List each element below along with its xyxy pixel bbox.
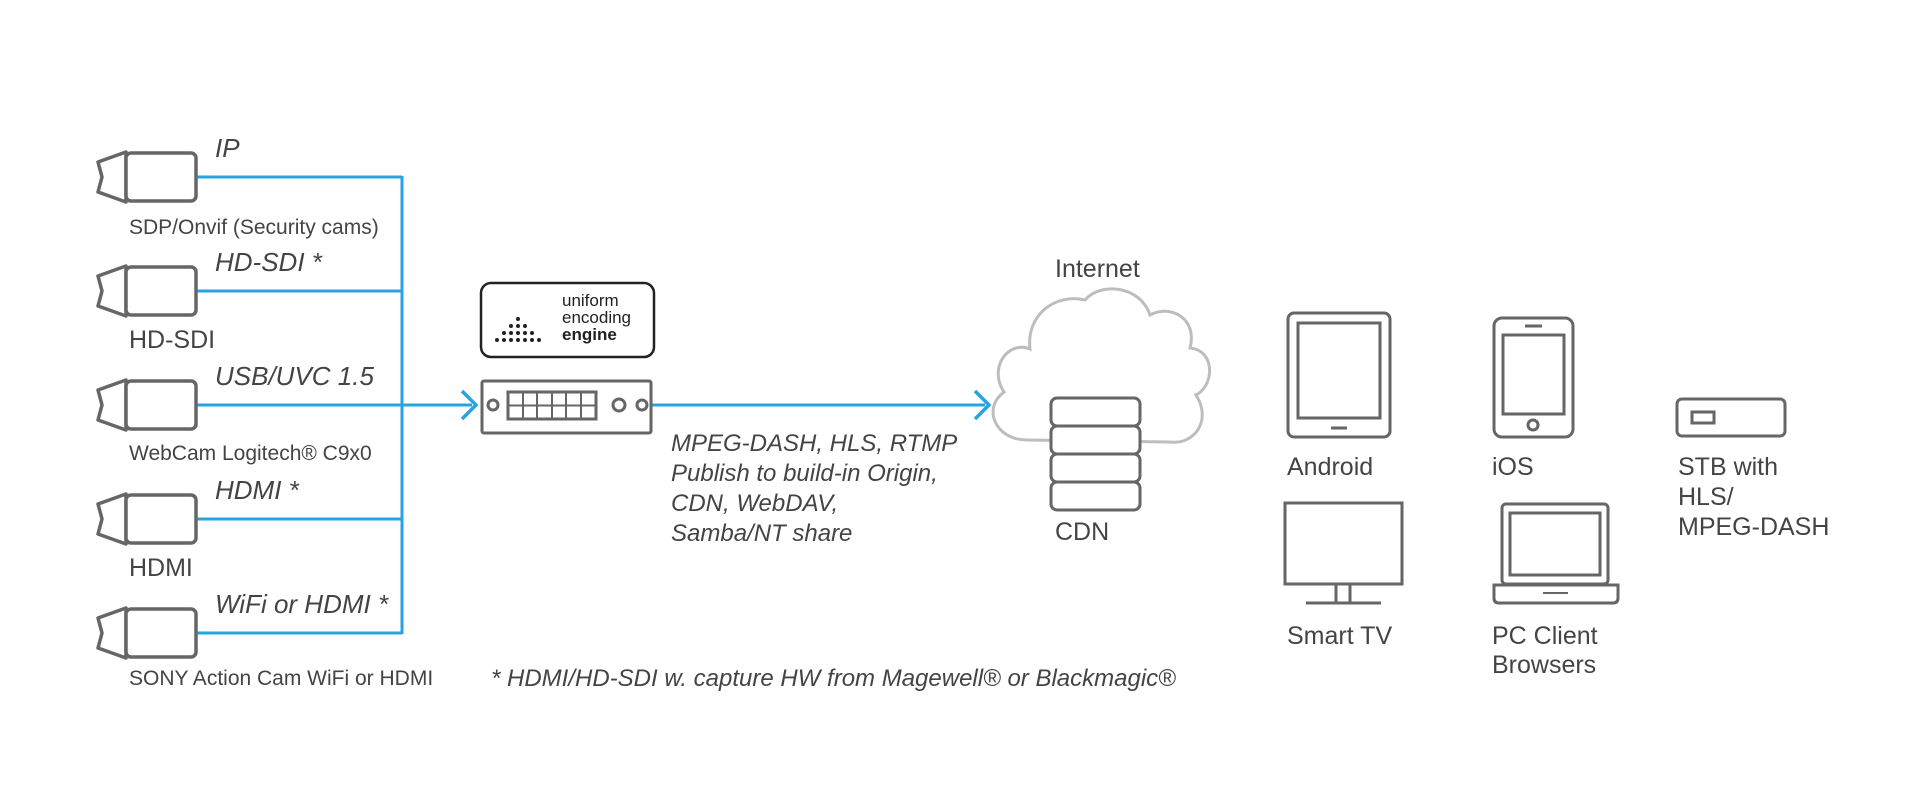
encoder-appliance-icon bbox=[480, 379, 653, 435]
cdn-server-icon bbox=[1049, 396, 1142, 512]
camera-icons bbox=[96, 150, 198, 660]
stb-label-line3: MPEG-DASH bbox=[1678, 513, 1830, 541]
output-protocols-line1: MPEG-DASH, HLS, RTMP bbox=[671, 430, 958, 457]
source-protocol-usb-uvc: USB/UVC 1.5 bbox=[215, 361, 374, 391]
output-protocols-line3: CDN, WebDAV, bbox=[671, 490, 839, 517]
source-protocol-wifi-hdmi: WiFi or HDMI * bbox=[215, 589, 389, 619]
android-tablet-icon bbox=[1286, 311, 1392, 439]
smart-tv-label: Smart TV bbox=[1287, 622, 1393, 650]
android-label: Android bbox=[1287, 453, 1374, 481]
webcam-icon bbox=[96, 378, 198, 432]
engine-logo-line3: engine bbox=[562, 325, 617, 344]
ip-camera-icon bbox=[96, 150, 198, 204]
footnote: * HDMI/HD-SDI w. capture HW from Magewel… bbox=[491, 665, 1176, 692]
source-protocol-hdmi: HDMI * bbox=[215, 475, 299, 505]
internet-cloud-icon bbox=[991, 287, 1211, 444]
engine-logo-dots-icon bbox=[495, 317, 541, 342]
source-device-hd-sdi: HD-SDI bbox=[129, 326, 216, 354]
source-device-security-cams: SDP/Onvif (Security cams) bbox=[129, 216, 379, 239]
cdn-label: CDN bbox=[1055, 518, 1110, 546]
internet-label: Internet bbox=[1055, 255, 1140, 283]
output-protocols: MPEG-DASH, HLS, RTMP Publish to build-in… bbox=[671, 429, 957, 549]
source-device-action-cam: SONY Action Cam WiFi or HDMI bbox=[129, 667, 434, 690]
source-device-webcam: WebCam Logitech® C9x0 bbox=[129, 442, 372, 465]
hd-sdi-camera-icon bbox=[96, 264, 198, 318]
pc-label: PC Client Browsers bbox=[1492, 622, 1598, 680]
engine-logo bbox=[479, 281, 656, 359]
ios-label: iOS bbox=[1492, 453, 1534, 481]
output-protocols-line4: Samba/NT share bbox=[671, 520, 853, 547]
ios-phone-icon bbox=[1492, 316, 1575, 439]
pc-label-line2: Browsers bbox=[1492, 651, 1597, 679]
engine-logo-line1: uniform bbox=[562, 291, 619, 310]
stb-label-line1: STB with bbox=[1678, 453, 1779, 481]
action-camera-icon bbox=[96, 606, 198, 660]
hdmi-camera-icon bbox=[96, 492, 198, 546]
stb-label-line2: HLS/ bbox=[1678, 483, 1734, 511]
source-protocol-ip: IP bbox=[215, 133, 240, 163]
output-protocols-line2: Publish to build-in Origin, bbox=[671, 460, 938, 487]
pc-laptop-icon bbox=[1492, 502, 1620, 605]
source-connectors bbox=[196, 175, 479, 635]
smart-tv-icon bbox=[1283, 501, 1404, 605]
engine-logo-text: uniform encoding engine bbox=[562, 292, 631, 343]
stb-label: STB with HLS/ MPEG-DASH bbox=[1678, 452, 1829, 542]
engine-logo-line2: encoding bbox=[562, 308, 632, 327]
source-protocol-hd-sdi: HD-SDI * bbox=[215, 247, 322, 277]
stb-box-icon bbox=[1675, 397, 1787, 438]
output-connector bbox=[648, 389, 992, 421]
pc-label-line1: PC Client bbox=[1492, 622, 1598, 650]
source-device-hdmi: HDMI bbox=[129, 554, 193, 582]
